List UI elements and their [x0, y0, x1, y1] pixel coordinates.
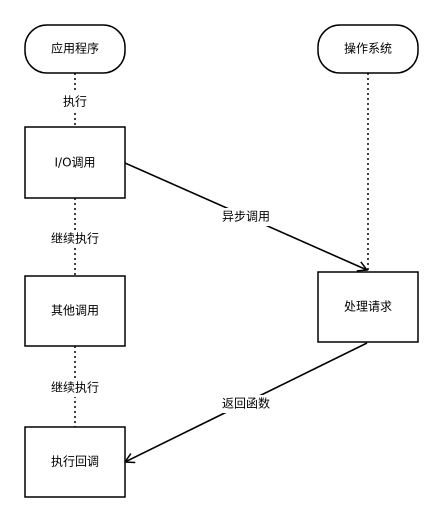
node-other-call-label: 其他调用 [51, 304, 99, 318]
node-callback-label: 执行回调 [51, 455, 99, 469]
edge-label-async-call: 异步调用 [222, 210, 270, 224]
node-handle-request-label: 处理请求 [344, 300, 392, 314]
node-io-call-label: I/O调用 [54, 156, 95, 170]
node-handle-request [317, 271, 419, 343]
node-os [317, 24, 419, 74]
edge-label-bg [55, 93, 95, 111]
edge-label-bg [45, 230, 105, 248]
node-io-call [24, 126, 126, 199]
node-os-label: 操作系统 [344, 41, 392, 56]
edge-label-bg [215, 395, 277, 413]
node-app [24, 24, 126, 74]
node-other-call [24, 275, 126, 347]
node-callback [24, 426, 126, 498]
node-app-label: 应用程序 [51, 41, 99, 56]
edge-label-continue-1: 继续执行 [51, 232, 99, 246]
edge-label-execute: 执行 [63, 95, 87, 109]
edge-label-continue-2: 继续执行 [51, 381, 99, 395]
edge-label-return-function: 返回函数 [222, 396, 270, 411]
edge-label-bg [215, 208, 277, 226]
edge-label-bg [45, 379, 105, 397]
